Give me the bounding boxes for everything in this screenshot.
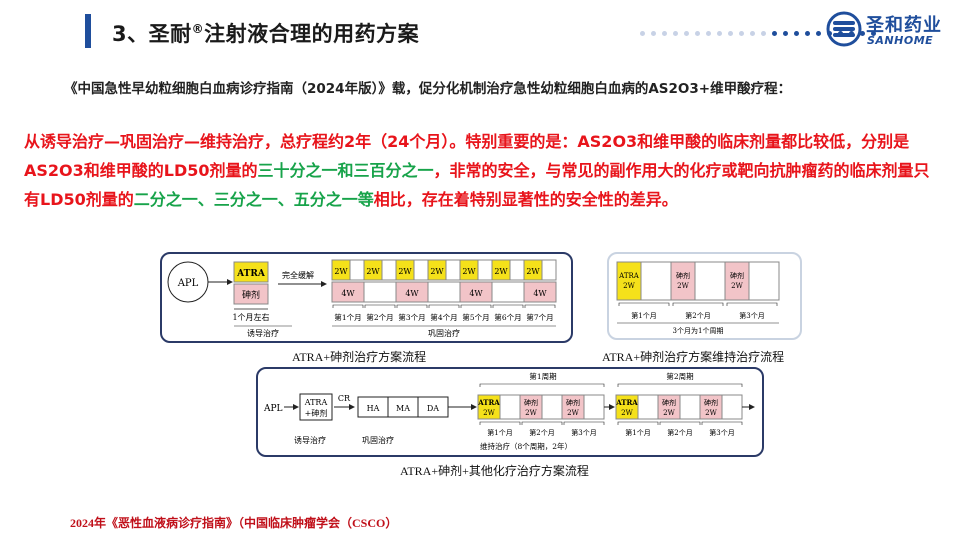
svg-text:2W: 2W [398, 267, 412, 276]
svg-text:ATRA: ATRA [477, 398, 500, 407]
svg-text:第6个月: 第6个月 [494, 312, 521, 322]
svg-text:第4个月: 第4个月 [430, 312, 457, 322]
svg-text:2W: 2W [483, 409, 495, 417]
atra-block-label: ATRA [236, 269, 266, 279]
induction-label: 诱导治疗 [247, 328, 279, 338]
diagram3-caption: ATRA+砷剂+其他化疗治疗方案流程 [400, 464, 589, 478]
svg-text:第7个月: 第7个月 [526, 312, 553, 322]
svg-text:2W: 2W [567, 409, 579, 417]
svg-text:MA: MA [396, 404, 410, 413]
induction-label: 诱导治疗 [294, 435, 326, 445]
svg-text:2W: 2W [366, 267, 380, 276]
svg-text:DA: DA [427, 404, 439, 413]
svg-text:4W: 4W [469, 289, 483, 298]
svg-text:第1个月: 第1个月 [487, 428, 512, 437]
diagram1-svg: APL ATRA 砷剂 1个月左右 诱导治疗 完全缓解 2W 4W 2W [167, 259, 557, 338]
month-group-5: 2W 4W [459, 259, 493, 303]
svg-text:2W: 2W [526, 267, 540, 276]
logo-name-en: SANHOME [867, 34, 934, 47]
induction-time: 1个月左右 [232, 312, 269, 322]
month-group-6: 2W [491, 259, 525, 303]
svg-text:第1周期: 第1周期 [529, 371, 556, 381]
ratio-highlight-2: 二分之一、三分之一、五分之一等 [133, 190, 374, 209]
svg-text:2W: 2W [494, 267, 508, 276]
svg-text:第3个月: 第3个月 [398, 312, 425, 322]
maintenance-label: 维持治疗（8个周期，2年） [480, 441, 572, 451]
month-group-7: 2W 4W [523, 259, 557, 303]
svg-text:第5个月: 第5个月 [462, 312, 489, 322]
company-logo: 圣和药业 SANHOME [826, 11, 954, 49]
svg-text:砷剂: 砷剂 [566, 398, 580, 407]
svg-text:2W: 2W [731, 282, 743, 290]
page-title: 3、圣耐®注射液合理的用药方案 [112, 22, 420, 46]
svg-text:2W: 2W [525, 409, 537, 417]
svg-text:砷剂: 砷剂 [704, 398, 718, 407]
svg-text:第2个月: 第2个月 [667, 428, 692, 437]
consolidation-blocks: 2W 4W 2W 2W 4W 2W 2W 4W [331, 259, 557, 303]
apl-label: APL [177, 278, 199, 289]
ratio-highlight-1: 三十分之一和三百分之一 [257, 161, 434, 180]
svg-text:CR: CR [338, 394, 351, 403]
svg-text:ATRA: ATRA [615, 398, 638, 407]
svg-text:第3个月: 第3个月 [709, 428, 734, 437]
svg-text:2W: 2W [705, 409, 717, 417]
diagram-chemo-combination: APL ATRA +砷剂 诱导治疗 CR HA MA DA 巩固治疗 第1周期 … [256, 367, 764, 457]
svg-text:4W: 4W [341, 289, 355, 298]
svg-text:2W: 2W [663, 409, 675, 417]
svg-text:第3个月: 第3个月 [571, 428, 596, 437]
svg-text:砷剂: 砷剂 [676, 271, 690, 280]
svg-text:4W: 4W [405, 289, 419, 298]
svg-text:砷剂: 砷剂 [662, 398, 676, 407]
arsenic-block-label: 砷剂 [242, 289, 260, 301]
svg-text:砷剂: 砷剂 [730, 271, 744, 280]
svg-text:ATRA: ATRA [304, 398, 328, 407]
svg-text:第1个月: 第1个月 [631, 311, 656, 320]
footer-reference: 2024年《恶性血液病诊疗指南》（中国临床肿瘤学会（CSCO） [70, 516, 398, 530]
svg-text:APL: APL [263, 404, 283, 414]
month-group-1: 2W 4W [331, 259, 365, 303]
svg-text:第2个月: 第2个月 [685, 311, 710, 320]
title-accent-bar [85, 14, 91, 48]
month-labels: 第1个月 第2个月 第3个月 第4个月 第5个月 第6个月 第7个月 [332, 304, 556, 322]
month-group-3: 2W 4W [395, 259, 429, 303]
svg-text:HA: HA [367, 404, 380, 413]
cycle-label: 3个月为1个周期 [673, 326, 724, 335]
svg-text:第2个月: 第2个月 [529, 428, 554, 437]
complete-remission-label: 完全缓解 [282, 270, 314, 280]
svg-text:2W: 2W [621, 409, 633, 417]
diagram3-svg: APL ATRA +砷剂 诱导治疗 CR HA MA DA 巩固治疗 第1周期 … [263, 371, 755, 451]
diagram2-caption: ATRA+砷剂治疗方案维持治疗流程 [602, 350, 785, 364]
svg-text:第3个月: 第3个月 [739, 311, 764, 320]
svg-text:2W: 2W [677, 282, 689, 290]
svg-text:第1个月: 第1个月 [625, 428, 650, 437]
svg-text:第1个月: 第1个月 [334, 312, 361, 322]
svg-text:ATRA: ATRA [618, 272, 640, 280]
highlight-paragraph: 从诱导治疗—巩固治疗—维持治疗，总疗程约2年（24个月）。特别重要的是：AS2O… [24, 132, 930, 209]
diagram1-caption: ATRA+砷剂治疗方案流程 [292, 350, 427, 364]
diagram2-svg: ATRA 2W 砷剂 2W 砷剂 2W 第1个月 第2个月 第3个月 3个月为1… [616, 261, 780, 335]
month-group-4: 2W [427, 259, 461, 303]
svg-text:4W: 4W [533, 289, 547, 298]
svg-text:2W: 2W [462, 267, 476, 276]
logo-name-cn: 圣和药业 [866, 15, 942, 36]
diagram-maintenance: ATRA 2W 砷剂 2W 砷剂 2W 第1个月 第2个月 第3个月 3个月为1… [607, 252, 802, 340]
svg-text:2W: 2W [334, 267, 348, 276]
consolidation-label: 巩固治疗 [428, 328, 460, 338]
svg-text:第2周期: 第2周期 [666, 371, 693, 381]
sanhome-logo-icon [826, 11, 862, 47]
svg-text:砷剂: 砷剂 [524, 398, 538, 407]
svg-text:2W: 2W [623, 282, 635, 290]
svg-text:2W: 2W [430, 267, 444, 276]
svg-text:+砷剂: +砷剂 [305, 408, 328, 418]
diagram-induction-consolidation: APL ATRA 砷剂 1个月左右 诱导治疗 完全缓解 2W 4W 2W [160, 252, 573, 343]
svg-text:第2个月: 第2个月 [366, 312, 393, 322]
guideline-intro: 《中国急性早幼粒细胞白血病诊疗指南（2024年版）》载，促分化机制治疗急性幼粒细… [64, 81, 792, 97]
month-group-2: 2W [363, 259, 397, 303]
consolidation-label: 巩固治疗 [362, 435, 394, 445]
